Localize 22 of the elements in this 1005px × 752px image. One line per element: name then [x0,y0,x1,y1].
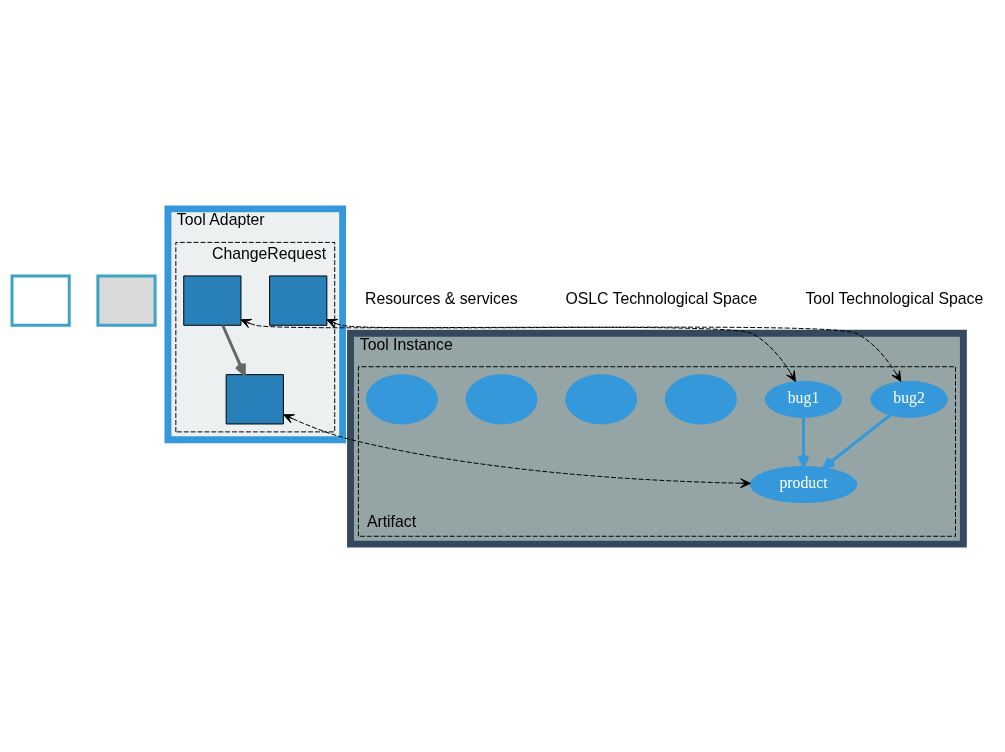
arrow [797,417,810,468]
cluster: ChangeRequest [175,241,336,432]
node-box [183,274,242,326]
node-box [225,373,284,424]
label: Resources & services [365,289,518,307]
node-box [10,273,71,327]
node-ellipse [565,373,638,424]
arrow [221,324,246,376]
arrow [283,413,751,488]
arrow [822,413,892,469]
node-ellipse: bug2 [870,380,948,418]
node-box [96,273,157,327]
node-ellipse [365,373,438,424]
node-ellipse [664,373,737,424]
label: Tool Technological Space [805,289,984,307]
node-box [269,274,328,326]
node-ellipse [465,373,538,424]
node-ellipse: bug1 [764,380,843,418]
arrow [240,318,796,382]
arrow [326,318,902,382]
node-ellipse: product [749,465,858,503]
label: OSLC Technological Space [565,289,758,307]
